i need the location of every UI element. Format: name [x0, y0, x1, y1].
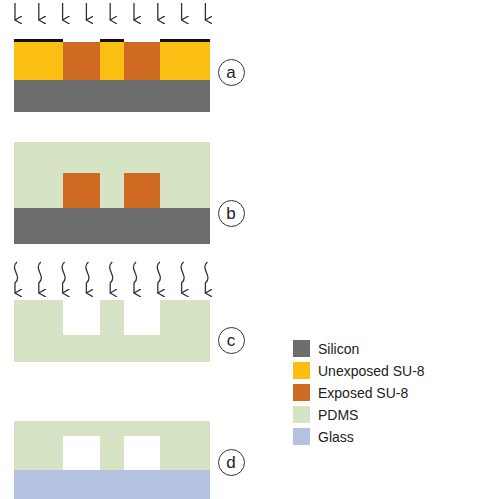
- wavy-arrow: [38, 262, 41, 293]
- legend-row: Exposed SU-8: [293, 384, 408, 401]
- legend-row: PDMS: [293, 406, 358, 423]
- step-circle: b: [218, 200, 245, 227]
- step-letter: d: [226, 454, 235, 471]
- wavy-arrow: [86, 262, 89, 293]
- legend-text: Glass: [318, 429, 354, 445]
- uv-arrow: [62, 3, 63, 20]
- uv-arrow: [133, 3, 134, 20]
- legend-swatch: [293, 340, 310, 357]
- uv-arrow: [38, 3, 39, 20]
- uv-arrow: [205, 3, 206, 20]
- step-letter: c: [227, 332, 236, 349]
- wavy-arrow: [157, 262, 160, 293]
- wavy-arrow: [181, 262, 184, 293]
- step-circle: c: [218, 327, 245, 354]
- step-letter: b: [226, 205, 235, 222]
- step-circle: a: [218, 59, 245, 86]
- uv-arrow: [14, 3, 15, 20]
- uv-arrow: [86, 3, 87, 20]
- step-circle: d: [218, 449, 245, 476]
- uv-arrow: [157, 3, 158, 20]
- legend-text: Silicon: [318, 341, 359, 357]
- uv-arrow: [181, 3, 182, 20]
- wavy-arrow: [14, 262, 17, 293]
- legend-swatch: [293, 428, 310, 445]
- step-letter: a: [226, 64, 235, 81]
- wavy-arrow: [205, 262, 208, 293]
- legend-swatch: [293, 362, 310, 379]
- legend-text: Unexposed SU-8: [318, 363, 425, 379]
- legend-row: Glass: [293, 428, 354, 445]
- legend-swatch: [293, 406, 310, 423]
- legend-swatch: [293, 384, 310, 401]
- wavy-arrow: [133, 262, 136, 293]
- wavy-arrow: [62, 262, 65, 293]
- legend-text: PDMS: [318, 407, 358, 423]
- wavy-arrow: [110, 262, 113, 293]
- legend-text: Exposed SU-8: [318, 385, 408, 401]
- legend-row: Unexposed SU-8: [293, 362, 425, 379]
- uv-arrow: [110, 3, 111, 20]
- legend-row: Silicon: [293, 340, 359, 357]
